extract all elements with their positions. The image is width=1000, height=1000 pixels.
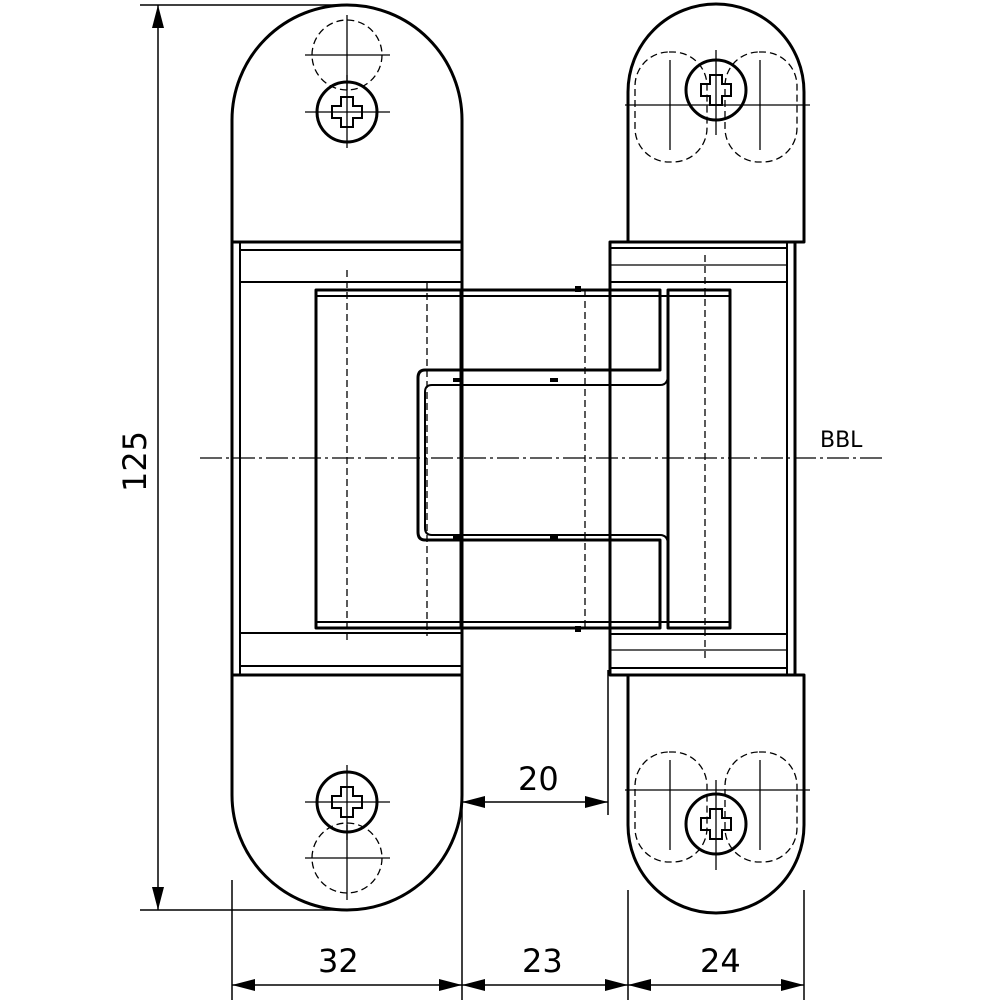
- bbl-centerline: BBL: [200, 428, 885, 459]
- dimension-gap-width: 23: [462, 942, 628, 991]
- right-hinge-leaf: [608, 2, 806, 915]
- bbl-label: BBL: [820, 428, 863, 453]
- dimension-offset: 20: [462, 760, 608, 808]
- screw-bottom-right: [625, 751, 810, 870]
- dimension-right-width: 24: [628, 942, 804, 991]
- dimension-gap-width-value: 23: [522, 942, 563, 980]
- screw-top-left: [305, 15, 390, 148]
- dimension-right-width-value: 24: [700, 942, 741, 980]
- dimension-height: 125: [116, 4, 345, 911]
- dimension-extension-lines: [231, 670, 805, 1000]
- dimension-height-value: 125: [116, 431, 154, 492]
- screw-top-right: [625, 50, 810, 163]
- dimension-left-width: 32: [232, 942, 462, 991]
- screw-bottom-left: [305, 765, 390, 900]
- hinge-center-body: [314, 286, 732, 632]
- dimension-left-width-value: 32: [318, 942, 359, 980]
- dimension-offset-value: 20: [518, 760, 559, 798]
